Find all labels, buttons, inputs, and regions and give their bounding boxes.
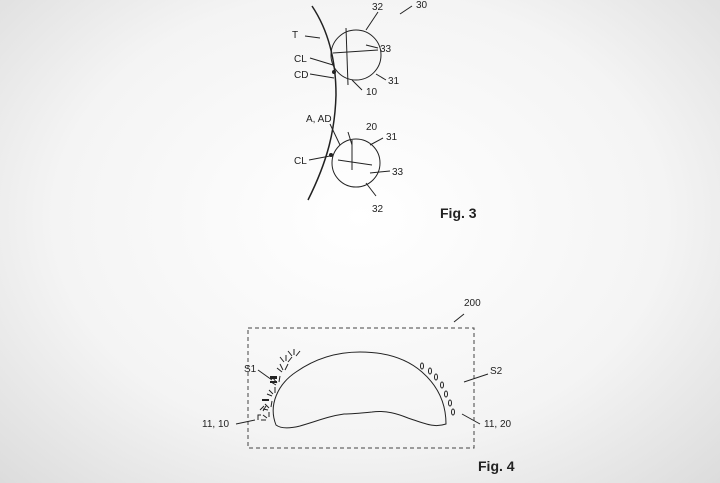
bottom-roller-circle — [331, 138, 381, 188]
label-top-32: 32 — [372, 2, 384, 13]
label-30: 30 — [416, 0, 428, 11]
leader-bottom-31 — [369, 137, 384, 146]
label-200: 200 — [464, 298, 481, 309]
top-roller-axis-vertical — [345, 27, 349, 86]
label-bottom-33: 33 — [392, 167, 404, 178]
label-10: 10 — [366, 87, 378, 98]
leader-S2 — [463, 373, 489, 383]
track-curve — [307, 5, 337, 201]
label-S2: S2 — [490, 366, 503, 377]
leader-top-31 — [375, 73, 387, 81]
label-S1: S1 — [244, 364, 257, 375]
leader-200 — [453, 313, 465, 323]
label-top-31: 31 — [388, 76, 400, 87]
label-20: 20 — [366, 122, 378, 133]
leader-top-33 — [365, 44, 379, 49]
s1-marks — [257, 349, 301, 421]
fig-3: 30 32 T 33 CL CD 31 10 A, AD 20 31 CL 33… — [292, 0, 477, 221]
leader-CD — [309, 73, 335, 79]
top-roller-circle — [330, 29, 382, 81]
label-A-AD: A, AD — [306, 114, 332, 125]
leader-top-32 — [365, 11, 379, 31]
leader-CL-top — [309, 57, 334, 66]
leader-10 — [351, 79, 363, 91]
bottom-roller-axis-horizontal — [337, 159, 373, 166]
figure-4-title: Fig. 4 — [478, 458, 515, 474]
leader-bottom-33 — [369, 170, 391, 174]
leader-30 — [399, 5, 413, 15]
top-roller-axis-horizontal — [332, 49, 379, 54]
label-CL-bottom: CL — [294, 156, 307, 167]
label-bottom-32: 32 — [372, 204, 384, 215]
label-left-ref: 11, 10 — [202, 419, 229, 430]
label-top-33: 33 — [380, 44, 392, 55]
s2-marks — [420, 362, 455, 416]
top-contact-point — [332, 70, 336, 74]
leader-A-AD — [329, 123, 341, 146]
leader-T — [304, 35, 321, 39]
label-T: T — [292, 30, 298, 41]
leader-right-ref — [461, 413, 481, 425]
label-CD: CD — [294, 70, 308, 81]
boundary-200 — [247, 327, 475, 449]
leader-S1 — [257, 369, 273, 381]
figure-3-title: Fig. 3 — [440, 205, 477, 221]
leader-bottom-32 — [365, 182, 377, 197]
label-right-ref: 11, 20 — [484, 419, 511, 430]
leader-left-ref — [235, 419, 256, 425]
fig-4: 200 S1 S2 11, 10 11, 20 Fig. 4 — [202, 298, 515, 474]
leader-CL-bottom — [308, 155, 331, 161]
label-bottom-31: 31 — [386, 132, 398, 143]
crescent-body — [272, 351, 447, 429]
label-CL-top: CL — [294, 54, 307, 65]
leader-20 — [347, 131, 353, 146]
